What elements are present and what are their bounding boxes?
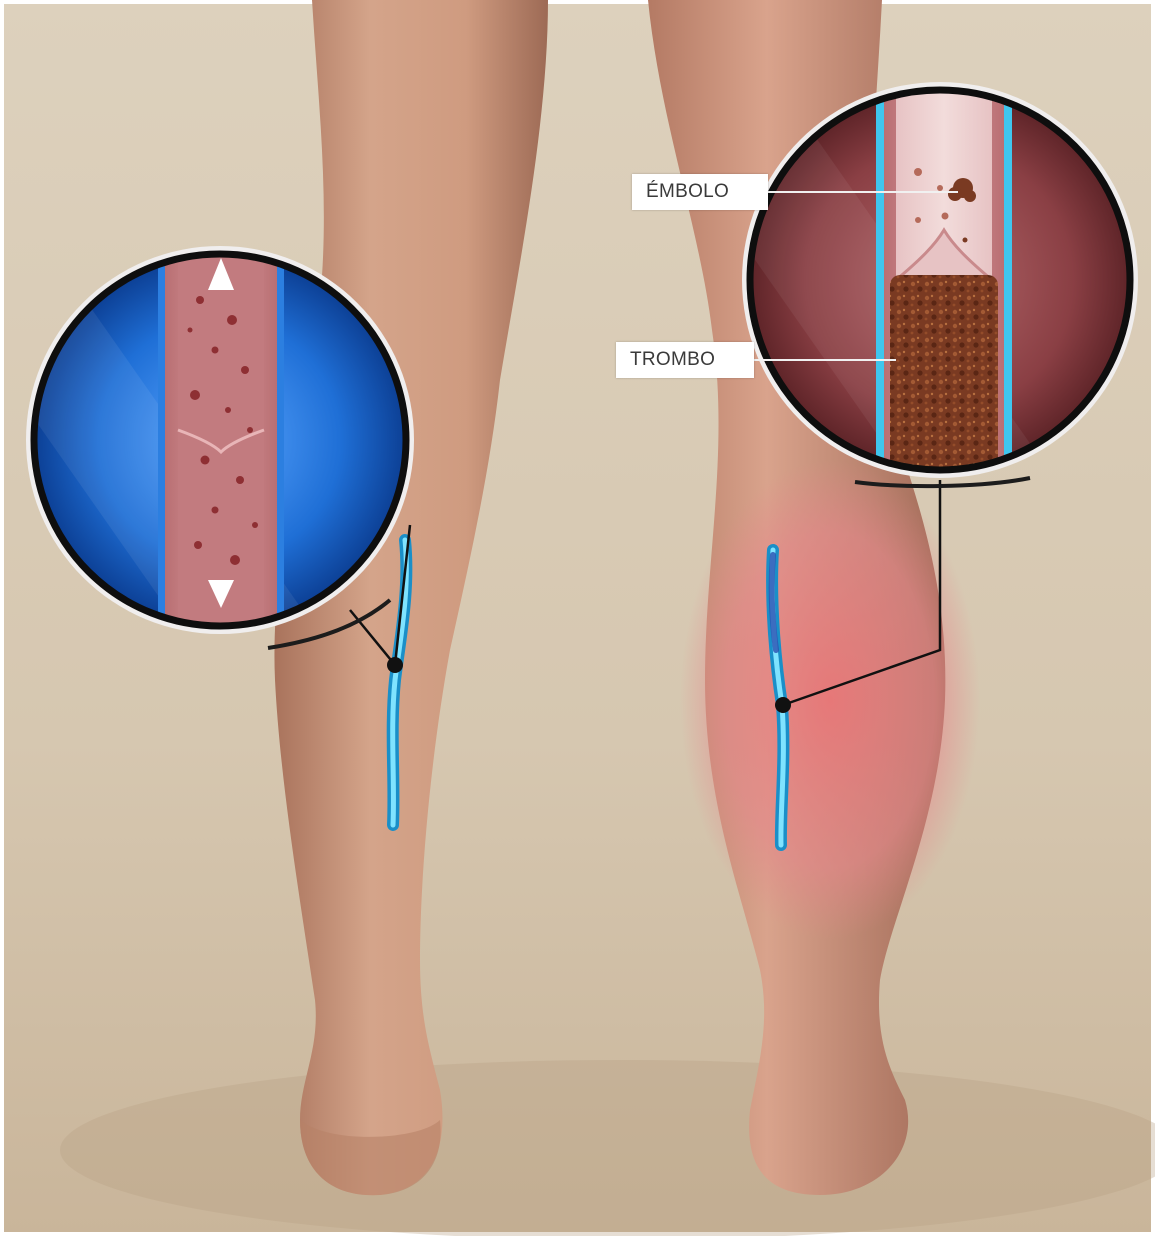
affected-pointer-dot [775,697,791,713]
healthy-pointer-dot [387,657,403,673]
embolus-label: ÉMBOLO [632,174,768,210]
thrombus-clot [890,275,998,475]
inflamed-area [680,460,980,940]
thrombus-label: TROMBO [616,342,754,378]
